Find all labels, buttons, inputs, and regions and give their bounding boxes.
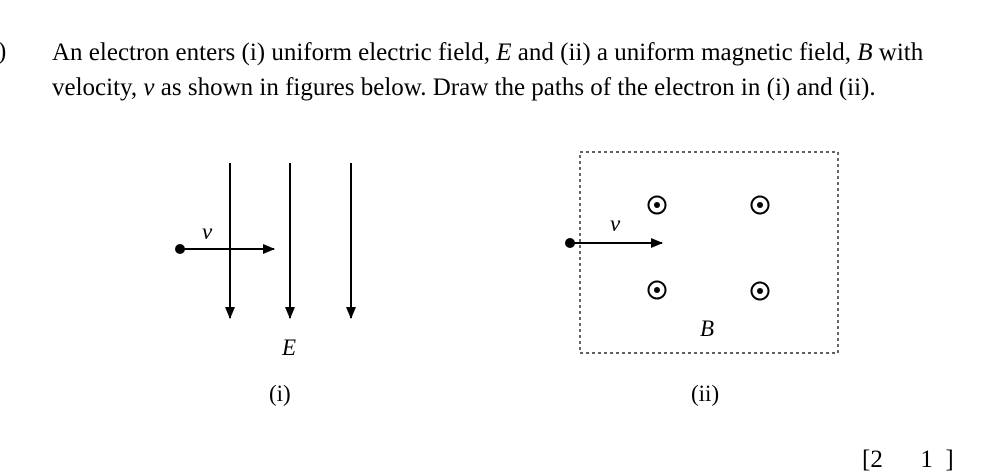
field-label-E: E — [281, 335, 296, 360]
field-region-box — [579, 151, 839, 354]
question-line-2: velocity, v as shown in figures below. D… — [52, 74, 876, 101]
velocity-label: v — [202, 219, 213, 244]
field-out-of-page-icon — [750, 281, 770, 301]
velocity-label: v — [610, 211, 621, 236]
figure-caption-i: (i) — [269, 381, 291, 406]
marks-allocation: [2 1 ] — [862, 446, 954, 473]
symbol-v: v — [143, 74, 155, 101]
field-out-of-page-icon — [750, 195, 770, 215]
figure-electric-field: v E (i) — [175, 163, 356, 406]
figure-caption-ii: (ii) — [691, 381, 719, 406]
question-number: ) — [0, 38, 6, 66]
question-line-1: An electron enters (i) uniform electric … — [52, 39, 924, 66]
symbol-B: B — [857, 39, 873, 66]
field-out-of-page-icon — [647, 195, 667, 215]
field-label-B: B — [700, 316, 714, 341]
symbol-E: E — [496, 39, 512, 66]
question-text: An electron enters (i) uniform electric … — [52, 35, 992, 105]
figure-magnetic-field: v B (ii) — [565, 151, 839, 406]
field-out-of-page-icon — [647, 280, 667, 300]
